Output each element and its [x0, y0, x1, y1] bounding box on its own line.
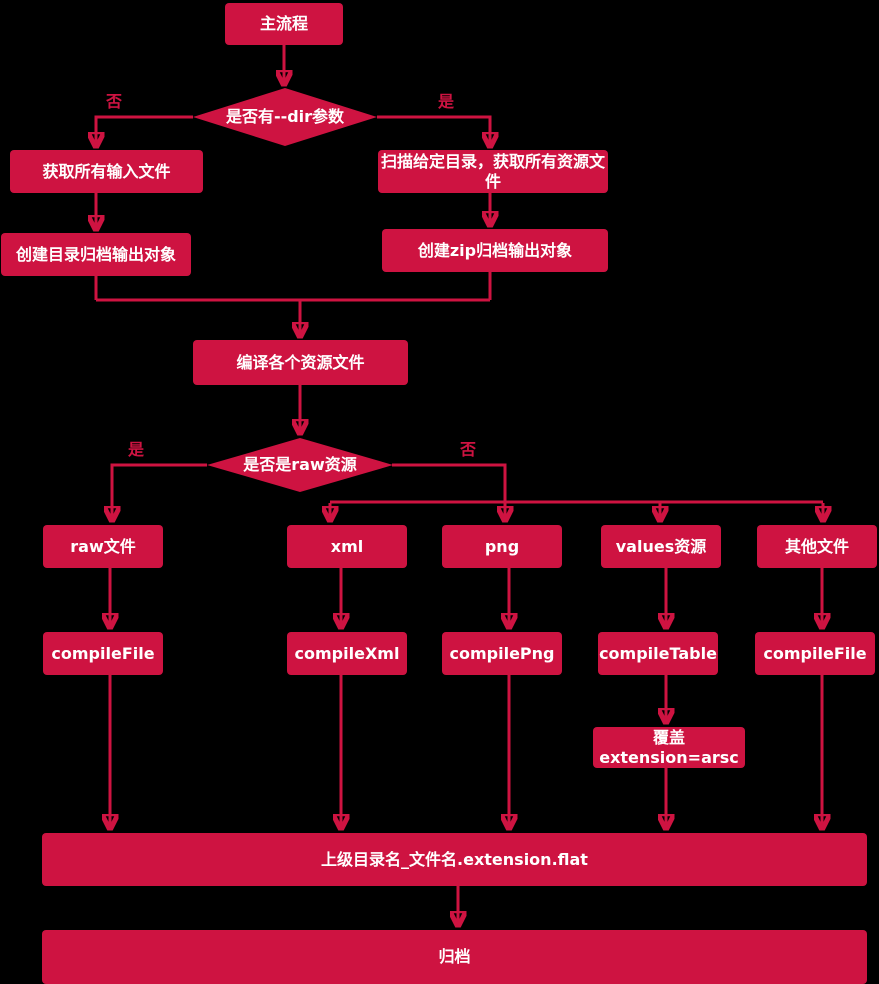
- edge-dir-yes-branch: [377, 115, 490, 145]
- node-xml: xml: [287, 525, 407, 568]
- edge-dir-no-branch: [96, 115, 193, 145]
- node-other-file: 其他文件: [757, 525, 877, 568]
- node-compile-each-resource: 编译各个资源文件: [193, 340, 408, 385]
- node-png: png: [442, 525, 562, 568]
- node-create-dir-archive-output: 创建目录归档输出对象: [1, 233, 191, 276]
- node-compilexml: compileXml: [287, 632, 407, 675]
- node-archive: 归档: [42, 930, 867, 984]
- node-scan-directory: 扫描给定目录，获取所有资源文件: [378, 150, 608, 193]
- node-compilefile-raw: compileFile: [43, 632, 163, 675]
- edge-raw-no-branch: [392, 463, 505, 519]
- branch-label-dir-no: 否: [106, 92, 123, 111]
- node-values-resource: values资源: [601, 525, 721, 568]
- node-raw-file: raw文件: [43, 525, 163, 568]
- branch-label-dir-yes: 是: [438, 92, 455, 111]
- branch-label-raw-yes: 是: [128, 440, 145, 459]
- node-compilefile-other: compileFile: [755, 632, 875, 675]
- branch-label-raw-no: 否: [460, 440, 477, 459]
- node-flat-filename: 上级目录名_文件名.extension.flat: [42, 833, 867, 886]
- node-get-all-input-files: 获取所有输入文件: [10, 150, 203, 193]
- node-compilepng: compilePng: [442, 632, 562, 675]
- node-override-extension-arsc: 覆盖extension=arsc: [593, 727, 745, 768]
- node-main-flow: 主流程: [225, 3, 343, 45]
- node-create-zip-archive-output: 创建zip归档输出对象: [382, 229, 608, 272]
- node-compiletable: compileTable: [598, 632, 718, 675]
- edge-raw-yes-branch: [112, 463, 207, 519]
